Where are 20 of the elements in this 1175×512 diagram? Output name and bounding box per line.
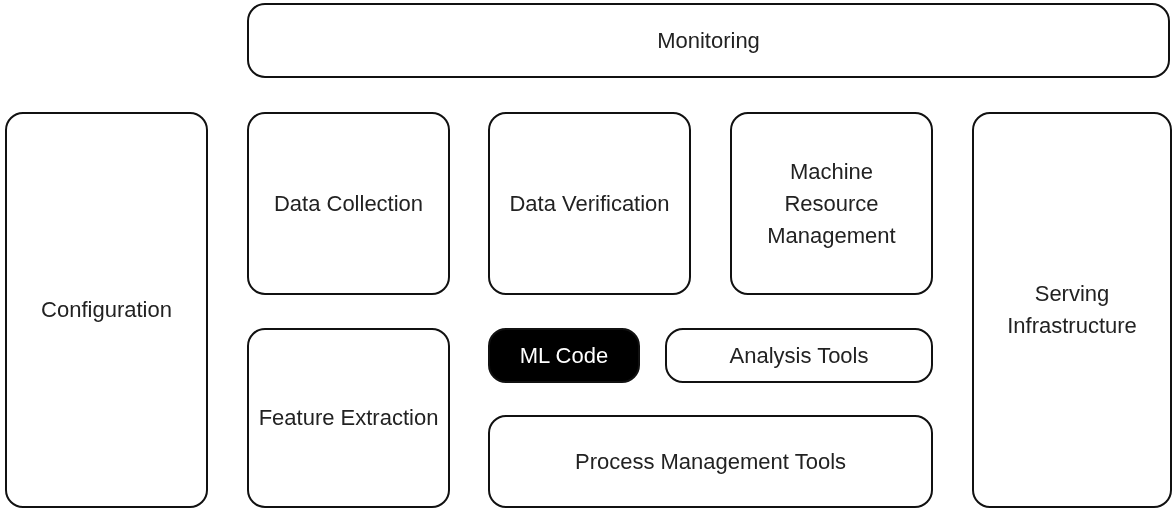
process-box [730, 112, 933, 295]
process-box [5, 112, 208, 508]
node-label: Serving Infrastructure [1006, 280, 1138, 340]
wide-banner-box [247, 3, 1170, 78]
node-label: Configuration [40, 296, 173, 324]
node-label: Monitoring [656, 26, 761, 55]
node-label: Data Verification [508, 189, 671, 218]
node-label: Analysis Tools [728, 341, 870, 370]
process-box [972, 112, 1172, 508]
node-label: ML Code [518, 341, 610, 370]
process-box [488, 112, 691, 295]
node-label: Feature Extraction [257, 404, 440, 432]
process-box [247, 112, 450, 295]
node-label: Machine Resource Management [766, 157, 897, 250]
node-label: Process Management Tools [573, 447, 848, 476]
process-box [247, 328, 450, 508]
process-box [488, 415, 933, 508]
process-box [665, 328, 933, 383]
node-label: Data Collection [272, 189, 425, 218]
highlighted-box [488, 328, 640, 383]
